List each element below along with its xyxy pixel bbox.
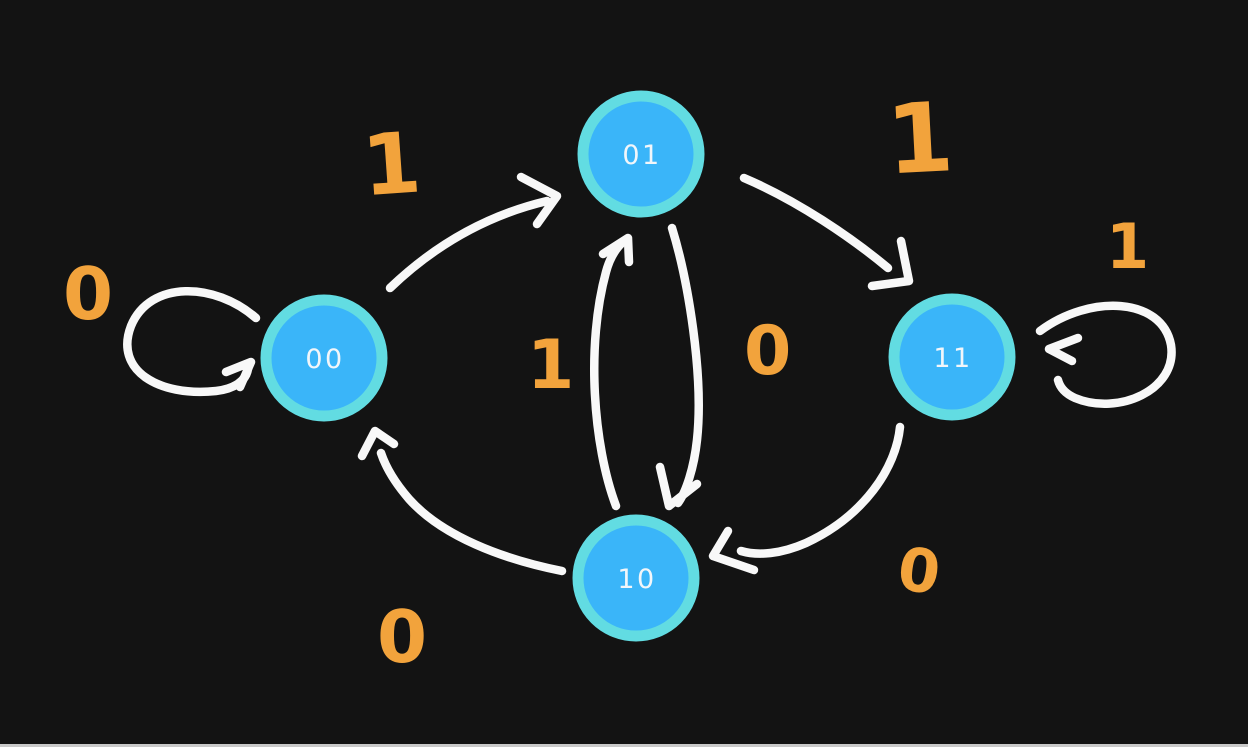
transition-arrow-01-10[interactable] bbox=[655, 223, 703, 511]
transition-arrow-00-01[interactable] bbox=[385, 172, 562, 293]
transition-label-11-10[interactable]: 0 bbox=[893, 534, 944, 609]
state-label-11: 11 bbox=[933, 343, 972, 374]
transition-arrow-10-00[interactable] bbox=[357, 426, 567, 576]
transition-label-01-10[interactable]: 0 bbox=[744, 312, 791, 391]
transition-label-00-00[interactable]: 0 bbox=[63, 252, 113, 336]
transition-label-01-11[interactable]: 1 bbox=[884, 81, 957, 196]
state-circle-01[interactable] bbox=[577, 90, 705, 218]
self-loop-arrow-11[interactable] bbox=[1035, 301, 1176, 408]
state-circle-00[interactable] bbox=[260, 294, 388, 422]
state-label-10: 10 bbox=[617, 564, 656, 595]
transition-label-10-00[interactable]: 0 bbox=[377, 595, 427, 679]
state-node-11[interactable]: 11 bbox=[888, 293, 1016, 421]
transition-arrow-11-10[interactable] bbox=[708, 422, 905, 575]
state-label-00: 00 bbox=[305, 344, 344, 375]
transition-arrow-01-11[interactable] bbox=[739, 173, 914, 291]
state-node-00[interactable]: 00 bbox=[260, 294, 388, 422]
transition-arrow-10-01[interactable] bbox=[590, 233, 634, 511]
transition-label-11-11[interactable]: 1 bbox=[1106, 210, 1149, 283]
transition-label-10-01[interactable]: 1 bbox=[527, 326, 574, 405]
state-circle-11[interactable] bbox=[888, 293, 1016, 421]
transition-label-00-01[interactable]: 1 bbox=[359, 113, 424, 215]
state-node-10[interactable]: 10 bbox=[572, 514, 700, 642]
window-bottom-edge bbox=[0, 744, 1248, 747]
state-circle-10[interactable] bbox=[572, 514, 700, 642]
state-node-01[interactable]: 01 bbox=[577, 90, 705, 218]
self-loop-arrow-00[interactable] bbox=[123, 287, 261, 397]
state-label-01: 01 bbox=[622, 140, 661, 171]
